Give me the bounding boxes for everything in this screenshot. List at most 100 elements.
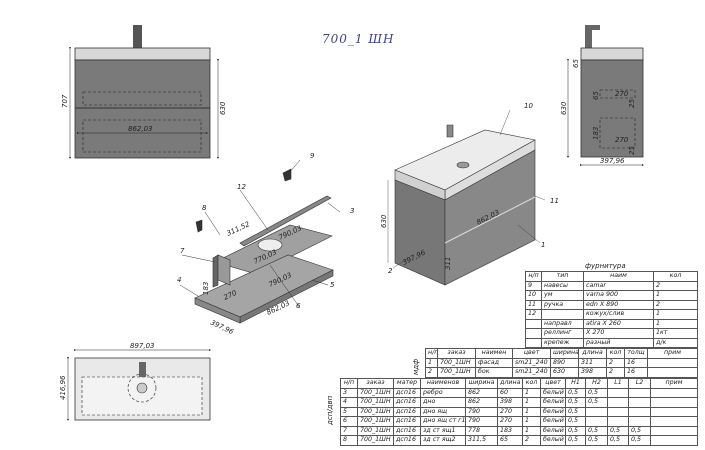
table-cell: 16 [624,367,648,378]
svg-text:2: 2 [388,267,393,275]
table-cell [607,397,629,408]
table-cell: 8 [340,435,358,446]
table-cell: 270 [497,416,523,427]
column-header: H2 [585,378,608,389]
column-header: н/п [425,348,438,359]
table-cell: 270 [497,406,523,417]
table-cell: 6 [340,416,358,427]
table-cell: дсп16 [393,387,421,398]
table-cell: дсп16 [393,425,421,436]
table-cell: sm21_240 [512,367,551,378]
table-cell [585,406,608,417]
table-cell: 700_1ШН [357,406,394,417]
table-cell [607,406,629,417]
faucet-icon [585,25,600,48]
assembled-view [387,109,546,286]
svg-text:8: 8 [202,204,207,212]
column-header: кол [522,378,541,389]
table-cell [607,416,629,427]
table-cell: зд ст ящ2 [420,435,466,446]
svg-text:183: 183 [202,282,210,295]
hardware-table-caption: фурнитура [585,262,626,270]
table-cell: 790 [465,416,498,427]
table-cell: 60 [497,387,523,398]
column-header: прим [650,378,698,389]
svg-text:397,96: 397,96 [209,319,235,337]
exploded-view [179,159,341,324]
top-view: 897,03 416,96 [59,342,211,421]
faucet-icon [446,124,454,138]
table-cell: 862 [465,397,498,408]
table-cell: 311 [578,357,607,368]
front-view: 707 630 862,03 [61,25,227,159]
svg-text:25: 25 [628,99,636,108]
hanger-part-icon [282,168,292,182]
table-cell: белый [540,387,566,398]
table-cell: белый [540,435,566,446]
table-cell: varna 900 [583,290,654,301]
table-cell: 0,5 [565,435,586,446]
table-cell: дсп16 [393,416,421,427]
table-cell [650,397,698,408]
table-cell: направл [541,318,584,329]
svg-text:25: 25 [628,146,636,155]
table-cell: 2 [606,367,625,378]
svg-text:270: 270 [615,90,629,98]
column-header: наимен [475,348,513,359]
svg-text:65: 65 [592,91,600,100]
table-cell: 1 [522,397,541,408]
svg-text:270: 270 [615,136,629,144]
dsp-side-label: дсп/двп [326,395,334,425]
table-cell: 183 [497,425,523,436]
table-cell: 0,5 [628,435,651,446]
dim-width: 862,03 [128,125,153,133]
table-cell: 0,5 [565,416,586,427]
table-cell: 1 [425,357,438,368]
table-cell [607,387,629,398]
table-cell: разный [583,337,654,348]
table-cell: 12 [525,309,542,320]
faucet-icon [133,25,142,48]
column-header: матер [393,378,421,389]
svg-text:10: 10 [524,102,533,110]
table-cell: 3 [340,387,358,398]
table-cell: 700_1ШН [437,357,476,368]
table-cell [525,337,542,348]
table-cell: atira X 260 [583,318,654,329]
table-cell: 790 [465,406,498,417]
svg-text:5: 5 [330,281,335,289]
column-header: длина [497,378,523,389]
table-cell [541,309,584,320]
table-cell: 1 [522,416,541,427]
faucet-icon [139,362,146,377]
table-cell: 4 [340,397,358,408]
table-cell: X 270 [583,328,654,339]
table-cell: ручка [541,299,584,310]
mdf-side-label: мдф [412,358,420,375]
table-cell: 398 [578,367,607,378]
table-cell: 0,5 [565,397,586,408]
table-cell: дсп16 [393,406,421,417]
table-cell: 2 [425,367,438,378]
table-cell: 7 [340,425,358,436]
table-cell: 778 [465,425,498,436]
table-cell: 0,5 [607,425,629,436]
svg-text:6: 6 [296,302,301,310]
column-header: L1 [607,378,629,389]
table-cell: бок [475,367,513,378]
table-cell: фасад [475,357,513,368]
dim-height-cabinet: 630 [219,101,227,115]
